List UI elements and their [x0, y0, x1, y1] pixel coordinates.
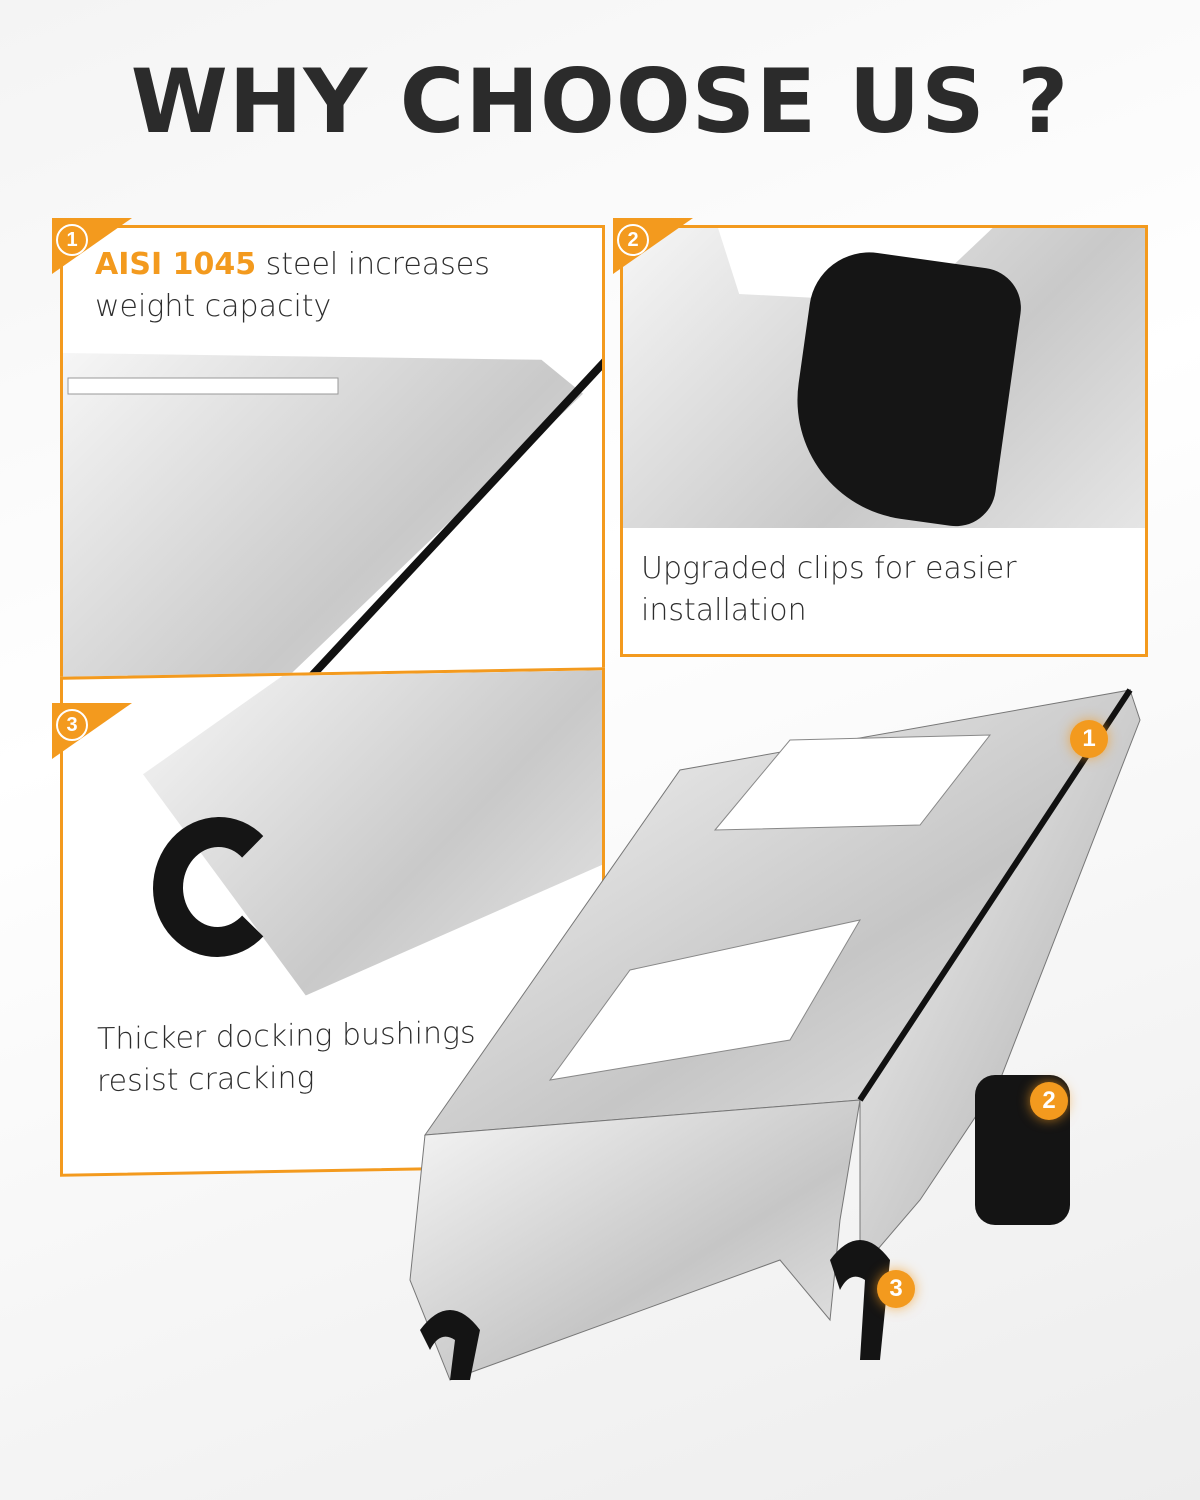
number-badge-1: 1: [56, 224, 88, 256]
number-badge-2: 2: [617, 224, 649, 256]
number-badge-3: 3: [56, 709, 88, 741]
plate-edge-image: [67, 358, 602, 690]
feature-panel-2: Upgraded clips for easier installation: [620, 225, 1148, 657]
feature-2-caption: Upgraded clips for easier installation: [641, 551, 1017, 628]
marker-1: 1: [1070, 720, 1108, 758]
luggage-rack-product-image: [409, 688, 1141, 1381]
page-title: WHY CHOOSE US ?: [130, 50, 1070, 153]
feature-1-caption: AISI 1045 steel increases weight capacit…: [95, 247, 490, 324]
marker-3: 3: [877, 1270, 915, 1308]
marker-2: 2: [1030, 1082, 1068, 1120]
feature-panel-1: AISI 1045 AISI 1045 steel increases weig…: [60, 225, 605, 693]
